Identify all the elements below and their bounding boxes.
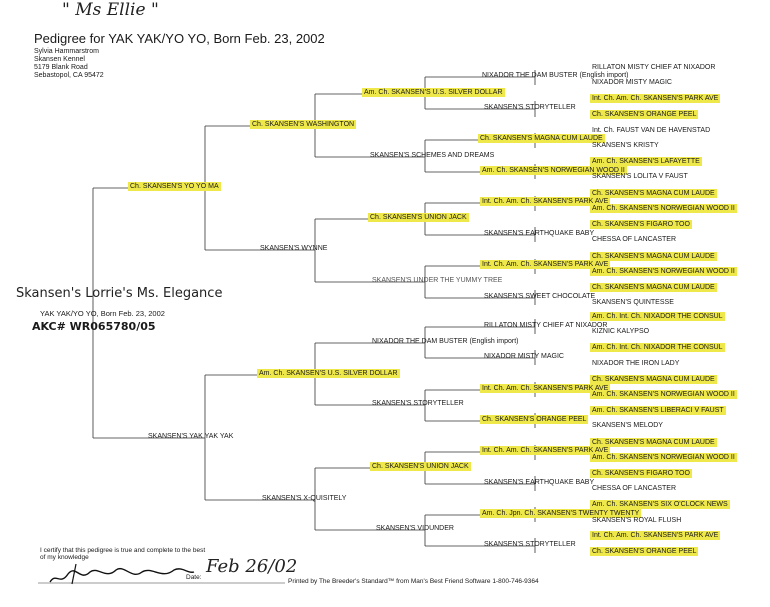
pedigree-entry: Am. Ch. SKANSEN'S NORWEGIAN WOOD II [590, 390, 737, 399]
pedigree-entry: Int. Ch. Am. Ch. SKANSEN'S PARK AVE [590, 94, 721, 103]
pedigree-entry: Ch. SKANSEN'S MAGNA CUM LAUDE [590, 189, 717, 198]
pedigree-entry: NIXADOR MISTY MAGIC [592, 79, 672, 86]
pedigree-entry: Ch. SKANSEN'S MAGNA CUM LAUDE [590, 375, 717, 384]
signature [49, 563, 195, 585]
breeder-name: Sylvia Hammarstrom [34, 48, 99, 55]
page-title: Pedigree for YAK YAK/YO YO, Born Feb. 23… [34, 31, 325, 46]
pedigree-entry: SKANSEN'S QUINTESSE [592, 299, 674, 306]
kennel-name: Skansen Kennel [34, 56, 85, 63]
dam-dam: SKANSEN'S WYNNE [260, 245, 328, 252]
pedigree-entry: RILLATON MISTY CHIEF AT NIXADOR [592, 64, 716, 71]
pedigree-entry: Int. Ch. FAUST VAN DE HAVENSTAD [592, 127, 711, 134]
pedigree-entry: CHESSA OF LANCASTER [592, 236, 677, 243]
pedigree-entry: SKANSEN'S UNDER THE YUMMY TREE [372, 277, 503, 284]
printed-by: Printed by The Breeder's Standard™ from … [288, 578, 539, 585]
sire-sire: Am. Ch. SKANSEN'S U.S. SILVER DOLLAR [257, 369, 400, 378]
pedigree-entry: Am. Ch. SKANSEN'S NORWEGIAN WOOD II [590, 267, 737, 276]
pedigree-entry: Ch. SKANSEN'S ORANGE PEEL [590, 547, 699, 556]
pedigree-entry: Ch. SKANSEN'S ORANGE PEEL [590, 110, 699, 119]
pedigree-entry: Int. Ch. Am. Ch. SKANSEN'S PARK AVE [590, 531, 721, 540]
pedigree-entry: Ch. SKANSEN'S MAGNA CUM LAUDE [590, 438, 717, 447]
pedigree-entry: SKANSEN'S KRISTY [592, 142, 659, 149]
pedigree-entry: SKANSEN'S VIDUNDER [376, 525, 454, 532]
certification-text: I certify that this pedigree is true and… [40, 547, 206, 561]
pedigree-entry: CHESSA OF LANCASTER [592, 485, 677, 492]
pedigree-entry: NIXADOR THE IRON LADY [592, 360, 680, 367]
pedigree-entry: SKANSEN'S EARTHQUAKE BABY [484, 230, 595, 237]
pedigree-entry: Am. Ch. SKANSEN'S U.S. SILVER DOLLAR [362, 88, 505, 97]
handwritten-nickname: " Ms Ellie " [62, 0, 159, 20]
pedigree-entry: NIXADOR MISTY MAGIC [484, 353, 564, 360]
city-state-zip: Sebastopol, CA 95472 [34, 72, 104, 79]
pedigree-entry: Am. Ch. Int. Ch. NIXADOR THE CONSUL [590, 343, 725, 352]
pedigree-entry: Am. Ch. SKANSEN'S LAFAYETTE [590, 157, 702, 166]
pedigree-entry: KIZNIC KALYPSO [592, 328, 650, 335]
pedigree-entry: Ch. SKANSEN'S UNION JACK [370, 462, 471, 471]
pedigree-entry: Am. Ch. SKANSEN'S LIBERACI V FAUST [590, 406, 726, 415]
pedigree-entry: Am. Ch. Jpn. Ch. SKANSEN'S TWENTY TWENTY [480, 509, 642, 518]
pedigree-entry: SKANSEN'S STORYTELLER [484, 104, 576, 111]
pedigree-entry: Int. Ch. Am. Ch. SKANSEN'S PARK AVE [480, 197, 611, 206]
date-label: Date: [186, 574, 202, 581]
pedigree-entry: Ch. SKANSEN'S MAGNA CUM LAUDE [478, 134, 605, 143]
pedigree-entry: Int. Ch. Am. Ch. SKANSEN'S PARK AVE [480, 384, 611, 393]
pedigree-entry: SKANSEN'S SWEET CHOCOLATE [484, 293, 596, 300]
pedigree-entry: SKANSEN'S EARTHQUAKE BABY [484, 479, 595, 486]
subject-line: YAK YAK/YO YO, Born Feb. 23, 2002 [40, 309, 165, 318]
sire: SKANSEN'S YAK YAK YAK [148, 433, 234, 440]
pedigree-entry: Am. Ch. SKANSEN'S NORWEGIAN WOOD II [480, 166, 627, 175]
pedigree-entry: NIXADOR THE DAM BUSTER (English import) [372, 338, 519, 345]
sire-dam: SKANSEN'S X-QUISITELY [262, 495, 347, 502]
signed-date: Feb 26/02 [206, 556, 298, 577]
pedigree-entry: SKANSEN'S SCHEMES AND DREAMS [370, 152, 495, 159]
pedigree-entry: Am. Ch. SKANSEN'S SIX O'CLOCK NEWS [590, 500, 730, 509]
pedigree-entry: SKANSEN'S ROYAL FLUSH [592, 517, 682, 524]
pedigree-entry: Ch. SKANSEN'S ORANGE PEEL [480, 415, 589, 424]
pedigree-entry: Int. Ch. Am. Ch. SKANSEN'S PARK AVE [480, 446, 611, 455]
dam-sire: Ch. SKANSEN'S WASHINGTON [250, 120, 357, 129]
pedigree-entry: RILLATON MISTY CHIEF AT NIXADOR [484, 322, 608, 329]
pedigree-entry: Ch. SKANSEN'S MAGNA CUM LAUDE [590, 252, 717, 261]
dam: Ch. SKANSEN'S YO YO MA [128, 182, 221, 191]
pedigree-entry: Am. Ch. SKANSEN'S NORWEGIAN WOOD II [590, 204, 737, 213]
akc-number: AKC# WR065780/05 [32, 320, 156, 333]
pedigree-entry: SKANSEN'S MELODY [592, 422, 663, 429]
pedigree-entry: Int. Ch. Am. Ch. SKANSEN'S PARK AVE [480, 260, 611, 269]
pedigree-entry: SKANSEN'S STORYTELLER [484, 541, 576, 548]
street-address: 5179 Blank Road [34, 64, 88, 71]
subject-handwritten-name: Skansen's Lorrie's Ms. Elegance [16, 286, 223, 301]
pedigree-entry: NIXADOR THE DAM BUSTER (English import) [482, 72, 629, 79]
pedigree-entry: Ch. SKANSEN'S MAGNA CUM LAUDE [590, 283, 717, 292]
pedigree-entry: Am. Ch. Int. Ch. NIXADOR THE CONSUL [590, 312, 725, 321]
pedigree-entry: Ch. SKANSEN'S FIGARO TOO [590, 469, 692, 478]
pedigree-entry: SKANSEN'S LOLITA V FAUST [592, 173, 688, 180]
pedigree-entry: Ch. SKANSEN'S UNION JACK [368, 213, 469, 222]
pedigree-entry: Ch. SKANSEN'S FIGARO TOO [590, 220, 692, 229]
pedigree-entry: Am. Ch. SKANSEN'S NORWEGIAN WOOD II [590, 453, 737, 462]
pedigree-entry: SKANSEN'S STORYTELLER [372, 400, 464, 407]
